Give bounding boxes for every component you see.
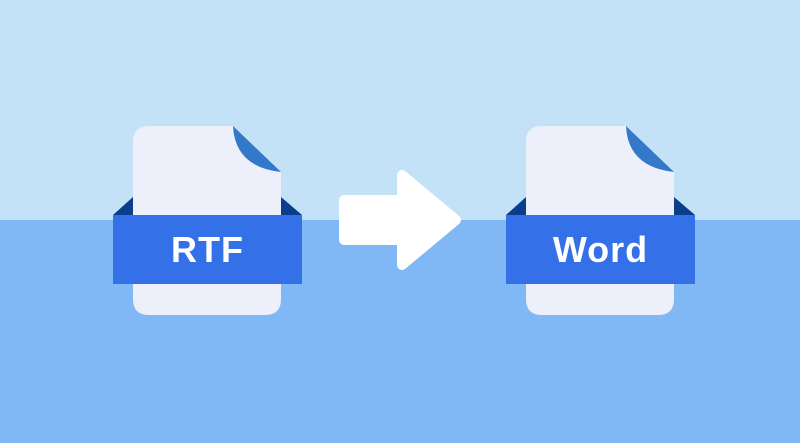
filetype-banner [113, 215, 302, 284]
filetype-banner [506, 215, 695, 284]
banner-fold-right-icon [281, 197, 302, 215]
word-file-label: Word [552, 228, 649, 270]
page-corner-fold-icon [626, 126, 674, 172]
banner-fold-left-icon [506, 197, 526, 215]
banner-fold-right-icon [674, 197, 695, 215]
arrow-right-shape [339, 170, 461, 270]
rtf-file-icon-graphic [113, 126, 302, 315]
arrow-right-graphic [339, 170, 461, 270]
arrow-right-icon [339, 170, 463, 270]
rtf-file-icon: RTF [113, 126, 302, 315]
page-corner-fold-icon [233, 126, 281, 172]
word-file-icon: Word [506, 126, 695, 315]
banner-fold-left-icon [113, 197, 133, 215]
rtf-file-label: RTF [171, 228, 244, 270]
word-file-icon-graphic [506, 126, 695, 315]
